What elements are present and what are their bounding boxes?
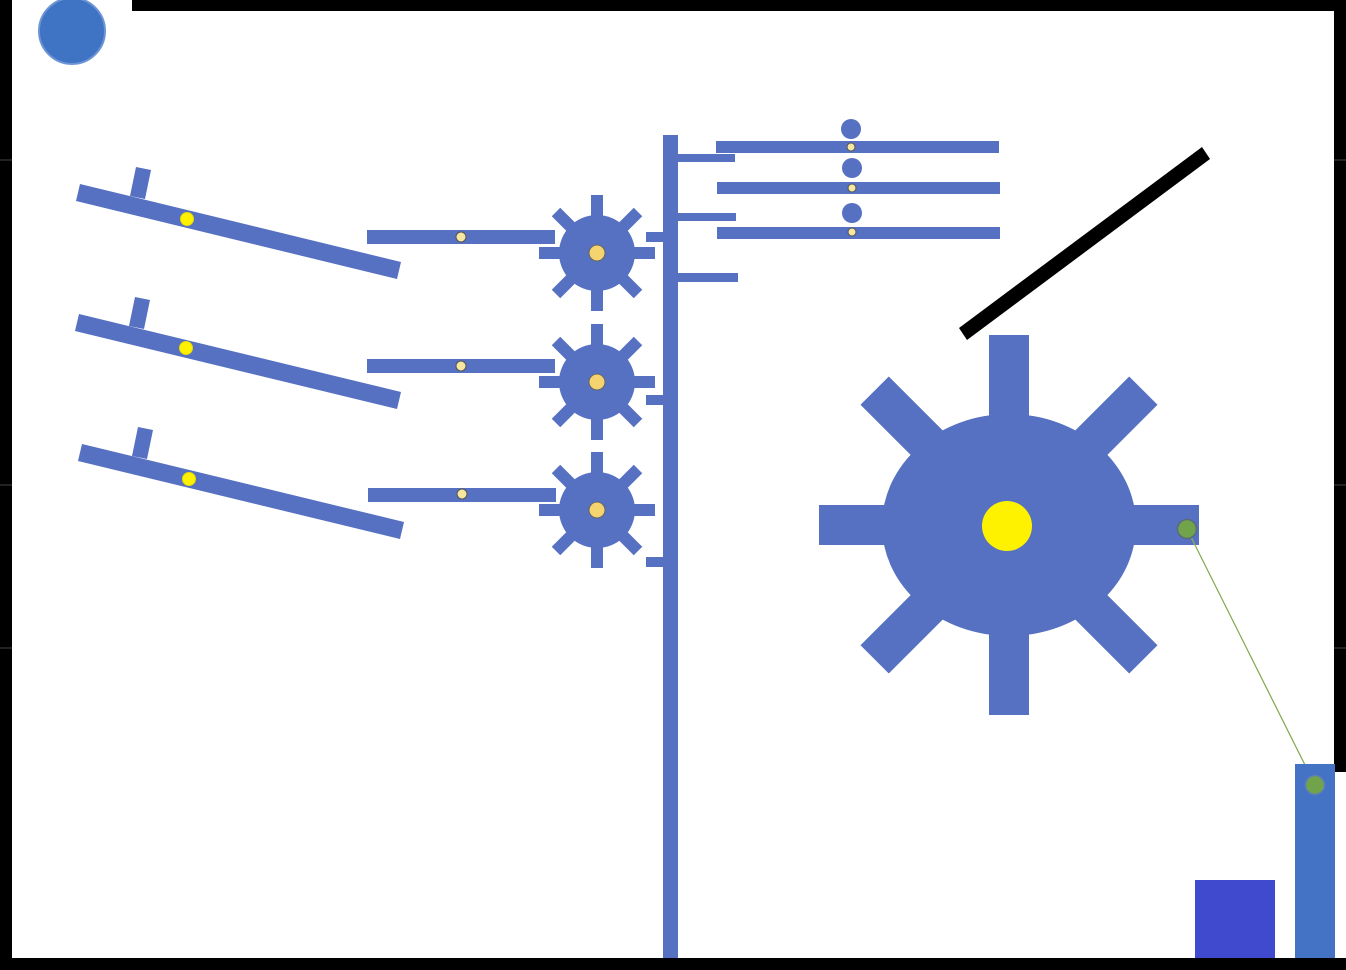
small-gear-3[interactable] — [539, 452, 655, 568]
shelf-2[interactable] — [717, 158, 1000, 194]
lever-pin — [182, 472, 196, 486]
rope — [1186, 528, 1316, 786]
spine-arm-2 — [676, 213, 736, 221]
shelf-pivot — [847, 227, 857, 237]
lever-bar[interactable] — [78, 444, 404, 539]
spine-arm-3 — [676, 273, 738, 282]
beam-1[interactable] — [367, 230, 555, 244]
shelf-bar[interactable] — [717, 227, 1000, 239]
shelf-pivot — [846, 142, 856, 152]
lever-stub — [132, 427, 153, 459]
shelf-3[interactable] — [717, 203, 1000, 239]
right-post — [1295, 764, 1335, 958]
lever-2[interactable] — [75, 297, 401, 409]
shelf-bar[interactable] — [716, 141, 999, 153]
large-gear[interactable] — [819, 335, 1199, 715]
spine-post — [663, 135, 678, 958]
wall-bottom — [0, 958, 1346, 970]
black-ramp — [959, 147, 1210, 340]
vertical-spine — [646, 135, 738, 958]
shelf-ball[interactable] — [842, 203, 862, 223]
goal-box — [1195, 880, 1275, 958]
shelf-1[interactable] — [716, 119, 999, 153]
beam-pivot — [456, 488, 468, 500]
shelf-ball[interactable] — [841, 119, 861, 139]
lever-bar[interactable] — [76, 184, 401, 279]
gear-pivot — [982, 501, 1032, 551]
gear-pivot — [588, 244, 606, 262]
rope-anchor-post — [1304, 774, 1326, 796]
spine-arm-1 — [676, 154, 735, 162]
small-gear-1[interactable] — [539, 195, 655, 311]
small-gear-2[interactable] — [539, 324, 655, 440]
shelf-pivot — [847, 183, 857, 193]
wall-top — [132, 0, 1346, 11]
lever-bar[interactable] — [75, 314, 401, 409]
gear-pivot — [588, 373, 606, 391]
gear-pivot — [588, 501, 606, 519]
rope-anchor-gear — [1176, 518, 1198, 540]
lever-stub — [129, 297, 150, 329]
lever-3[interactable] — [78, 427, 404, 539]
lever-pin — [180, 212, 194, 226]
shelf-bar[interactable] — [717, 182, 1000, 194]
spine-nub-3 — [646, 557, 664, 567]
lever-1[interactable] — [76, 167, 401, 279]
spine-nub-1 — [646, 232, 664, 242]
lever-pin — [179, 341, 193, 355]
player-ball[interactable] — [38, 0, 106, 65]
beam-2[interactable] — [367, 359, 555, 373]
beam-pivot — [455, 360, 467, 372]
spine-nub-2 — [646, 395, 664, 405]
shelf-ball[interactable] — [842, 158, 862, 178]
lever-stub — [130, 167, 151, 199]
wall-right — [1334, 0, 1346, 772]
beam-3[interactable] — [368, 488, 556, 502]
beam-pivot — [455, 231, 467, 243]
